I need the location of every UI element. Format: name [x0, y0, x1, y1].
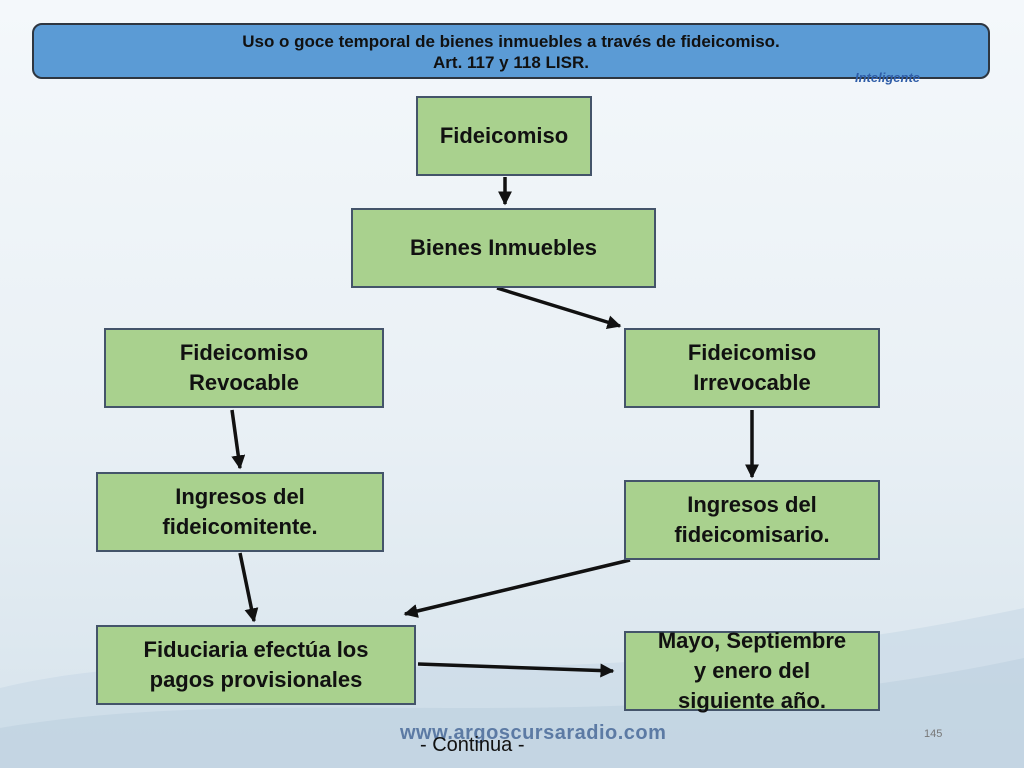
node-fideicomisario-line-1: Ingresos del — [687, 492, 817, 517]
title-line-2: Art. 117 y 118 LISR. — [433, 53, 589, 72]
node-fideicomitente-line-2: fideicomitente. — [162, 514, 318, 539]
node-revocable-line-2: Revocable — [188, 370, 300, 395]
node-bienes-inmuebles: Bienes Inmuebles — [351, 208, 656, 288]
node-ingresos-fideicomitente: Ingresos del fideicomitente. — [96, 472, 384, 552]
node-mayo-line-2: y enero del — [693, 658, 811, 683]
node-mayo-septiembre-enero: Mayo, Septiembre y enero del siguiente a… — [624, 628, 880, 713]
title-line-1: Uso o goce temporal de bienes inmuebles … — [242, 32, 780, 51]
node-fiduciaria-line-2: pagos provisionales — [149, 667, 363, 692]
node-fideicomiso-label: Fideicomiso — [439, 123, 569, 148]
node-bienes-label: Bienes Inmuebles — [409, 235, 598, 260]
node-fideicomiso-revocable: Fideicomiso Revocable — [104, 328, 384, 408]
node-fideicomitente-line-1: Ingresos del — [175, 484, 305, 509]
node-irrevocable-line-1: Fideicomiso — [687, 340, 817, 365]
node-mayo-line-3: siguiente año. — [678, 688, 826, 713]
node-ingresos-fideicomisario: Ingresos del fideicomisario. — [624, 480, 880, 560]
node-revocable-line-1: Fideicomiso — [179, 340, 309, 365]
node-fideicomiso: Fideicomiso — [416, 96, 592, 176]
background-wave — [0, 608, 1024, 768]
node-fideicomisario-line-2: fideicomisario. — [674, 522, 830, 547]
logo-text: Inteligente — [855, 70, 921, 85]
node-irrevocable-line-2: Irrevocable — [693, 370, 811, 395]
node-fideicomiso-irrevocable: Fideicomiso Irrevocable — [624, 328, 880, 408]
node-fiduciaria-line-1: Fiduciaria efectúa los — [143, 637, 369, 662]
node-mayo-line-1: Mayo, Septiembre — [657, 628, 847, 653]
title-banner: Uso o goce temporal de bienes inmuebles … — [32, 23, 990, 79]
page-number: 145 — [924, 728, 943, 740]
footer-watermark-url: www.argoscursaradio.com — [400, 722, 667, 744]
node-fiduciaria-pagos: Fiduciaria efectúa los pagos provisional… — [96, 625, 416, 705]
continua-label: - Continua - — [420, 734, 525, 756]
